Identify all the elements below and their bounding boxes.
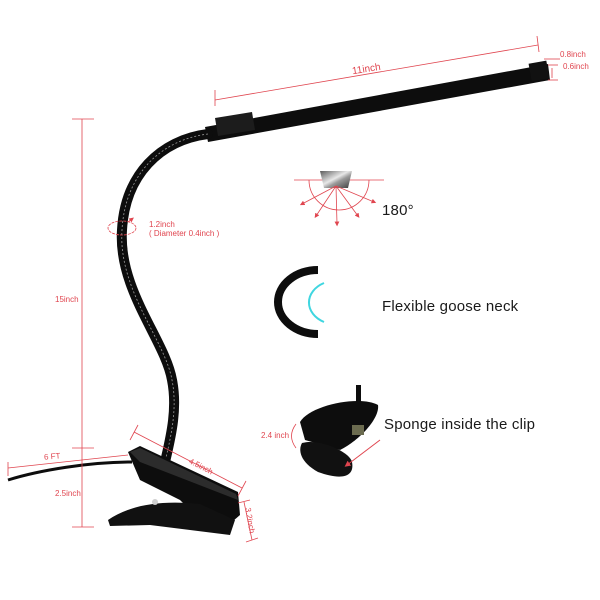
neck-circumference-marker <box>107 217 137 236</box>
neck-diameter-label: ( Diameter 0.4inch ) <box>149 229 220 238</box>
arm-length-dimension <box>214 35 560 106</box>
gooseneck <box>116 129 213 467</box>
led-light-bar <box>205 60 550 142</box>
cable-length-label: 6 FT <box>43 451 61 462</box>
head-width-label: 0.8inch <box>560 50 586 59</box>
gooseneck-feature-label: Flexible goose neck <box>382 298 519 315</box>
sponge-feature-label: Sponge inside the clip <box>384 416 536 433</box>
clip-opening-label: 2.4 inch <box>261 431 290 440</box>
rotation-angle-label: 180° <box>382 202 414 219</box>
base-dimensions <box>7 424 259 543</box>
clip-detail-icon <box>291 385 381 477</box>
total-height-label: 15inch <box>55 295 79 304</box>
clip-base <box>108 446 240 535</box>
rotation-180-icon <box>294 171 384 227</box>
neck-circumference-label: 1.2inch <box>149 220 175 229</box>
head-height-label: 0.6inch <box>563 62 589 71</box>
power-cable <box>7 460 133 482</box>
gooseneck-arc-icon <box>274 266 325 338</box>
height-dimension <box>72 118 94 449</box>
clip-height-label: 2.5inch <box>55 489 81 498</box>
